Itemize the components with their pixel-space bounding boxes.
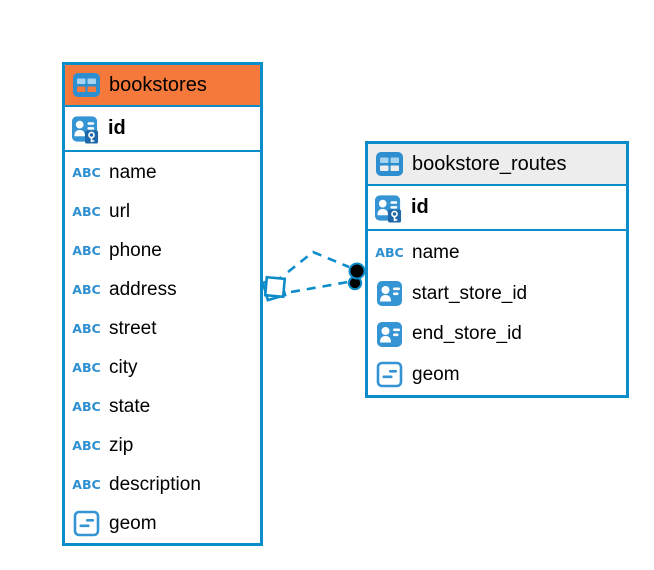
reference-type-icon [375, 321, 404, 348]
column-row[interactable]: ABC street [65, 309, 260, 349]
text-type-icon: ABC [72, 205, 101, 220]
column-name: geom [412, 363, 460, 385]
column-name: name [109, 162, 157, 184]
column-name: phone [109, 240, 162, 262]
primary-key-icon [374, 193, 403, 223]
column-row-pk[interactable]: id [65, 107, 260, 152]
column-row[interactable]: geom [368, 354, 626, 395]
column-row[interactable]: ABC url [65, 192, 260, 232]
column-row[interactable]: ABC phone [65, 231, 260, 271]
column-row[interactable]: ABC state [65, 387, 260, 427]
text-type-icon: ABC [72, 399, 101, 414]
text-type-icon: ABC [375, 246, 404, 261]
one-end-marker [347, 262, 366, 291]
reference-type-icon [375, 280, 404, 307]
text-type-icon: ABC [72, 360, 101, 375]
column-row[interactable]: ABC description [65, 465, 260, 505]
table-bookstore-routes-header[interactable]: bookstore_routes [368, 144, 626, 186]
relationship-line-start-store [287, 250, 350, 274]
table-title: bookstore_routes [412, 152, 567, 175]
text-type-icon: ABC [72, 438, 101, 453]
text-type-icon: ABC [72, 244, 101, 259]
column-list: ABC name start_store_id [368, 231, 626, 395]
text-type-icon: ABC [72, 322, 101, 337]
column-name: name [412, 242, 460, 264]
column-name: address [109, 279, 177, 301]
table-bookstores-header[interactable]: bookstores [65, 65, 260, 107]
column-name: city [109, 356, 138, 378]
column-row[interactable]: ABC city [65, 348, 260, 388]
text-type-icon: ABC [72, 283, 101, 298]
table-icon [375, 151, 404, 177]
column-row[interactable]: ABC zip [65, 426, 260, 466]
table-title: bookstores [109, 73, 207, 96]
many-end-marker [261, 275, 287, 302]
table-bookstore-routes[interactable]: bookstore_routes id ABC name [365, 141, 629, 398]
column-name: url [109, 201, 131, 223]
column-name: end_store_id [412, 323, 522, 345]
geometry-type-icon [72, 510, 101, 537]
column-row[interactable]: geom [65, 504, 260, 544]
relationship-line-end-store [290, 280, 349, 294]
column-name: state [109, 395, 151, 417]
column-list: ABC name ABC url ABC phone ABC address A… [65, 152, 260, 544]
text-type-icon: ABC [72, 477, 101, 492]
column-row[interactable]: start_store_id [368, 273, 626, 314]
geometry-type-icon [375, 361, 404, 388]
table-bookstores[interactable]: bookstores id ABC name ABC url [62, 62, 263, 546]
column-name: street [109, 318, 157, 340]
column-name: description [109, 473, 201, 495]
table-icon [72, 72, 101, 98]
column-row[interactable]: ABC name [368, 233, 626, 274]
column-name: start_store_id [412, 282, 528, 304]
primary-key-icon [71, 114, 100, 144]
column-name: geom [109, 512, 157, 534]
column-row[interactable]: end_store_id [368, 314, 626, 355]
column-row[interactable]: ABC name [65, 154, 260, 193]
column-name: id [108, 117, 126, 139]
column-row-pk[interactable]: id [368, 186, 626, 231]
text-type-icon: ABC [72, 166, 101, 181]
column-name: id [411, 196, 429, 218]
column-row[interactable]: ABC address [65, 270, 260, 310]
column-name: zip [109, 434, 134, 456]
